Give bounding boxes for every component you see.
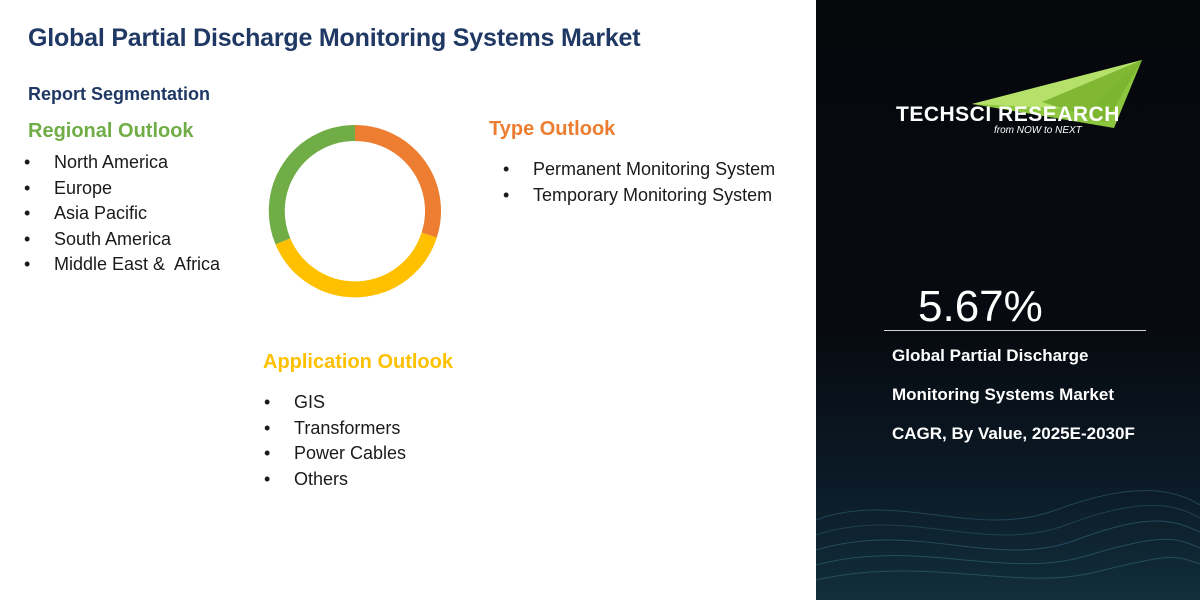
list-item: Middle East & Africa <box>24 252 220 278</box>
list-item: Europe <box>24 176 220 202</box>
list-item: Power Cables <box>264 441 406 467</box>
list-item: Permanent Monitoring System <box>503 157 775 183</box>
list-item: Temporary Monitoring System <box>503 183 775 209</box>
logo-word-research: RESEARCH <box>998 103 1120 126</box>
list-item: Asia Pacific <box>24 201 220 227</box>
segmentation-donut <box>268 124 441 298</box>
cagr-description-line2: Monitoring Systems Market <box>892 385 1114 404</box>
donut-segment-regional <box>268 124 356 245</box>
list-item: Transformers <box>264 416 406 442</box>
application-outlook-list: GIS Transformers Power Cables Others <box>264 390 406 492</box>
list-item: Others <box>264 467 406 493</box>
techsci-logo-arrow <box>972 60 1142 128</box>
logo-tagline: from NOW to NEXT <box>994 125 1082 136</box>
regional-outlook-heading: Regional Outlook <box>28 120 194 142</box>
donut-segment-type <box>354 125 441 238</box>
techsci-logo-wordmark: TECHSCI RESEARCH <box>896 103 1120 127</box>
wave-decoration <box>816 490 1200 581</box>
list-item: South America <box>24 227 220 253</box>
list-item: GIS <box>264 390 406 416</box>
page-title: Global Partial Discharge Monitoring Syst… <box>28 24 641 52</box>
infographic-left-panel: Global Partial Discharge Monitoring Syst… <box>0 0 816 600</box>
cagr-description-line1: Global Partial Discharge <box>892 346 1089 365</box>
cagr-description-line3: CAGR, By Value, 2025E-2030F <box>892 424 1135 443</box>
cagr-value: 5.67% <box>918 282 1043 331</box>
type-outlook-list: Permanent Monitoring System Temporary Mo… <box>503 157 775 208</box>
report-segmentation-heading: Report Segmentation <box>28 84 211 104</box>
cagr-divider <box>884 330 1146 331</box>
logo-word-techsci: TECHSCI <box>896 103 992 126</box>
cagr-panel: TECHSCI RESEARCH from NOW to NEXT 5.67% … <box>816 0 1200 600</box>
regional-outlook-list: North America Europe Asia Pacific South … <box>24 150 220 278</box>
type-outlook-heading: Type Outlook <box>489 118 616 140</box>
donut-segment-application <box>275 232 437 298</box>
application-outlook-heading: Application Outlook <box>263 351 453 373</box>
list-item: North America <box>24 150 220 176</box>
